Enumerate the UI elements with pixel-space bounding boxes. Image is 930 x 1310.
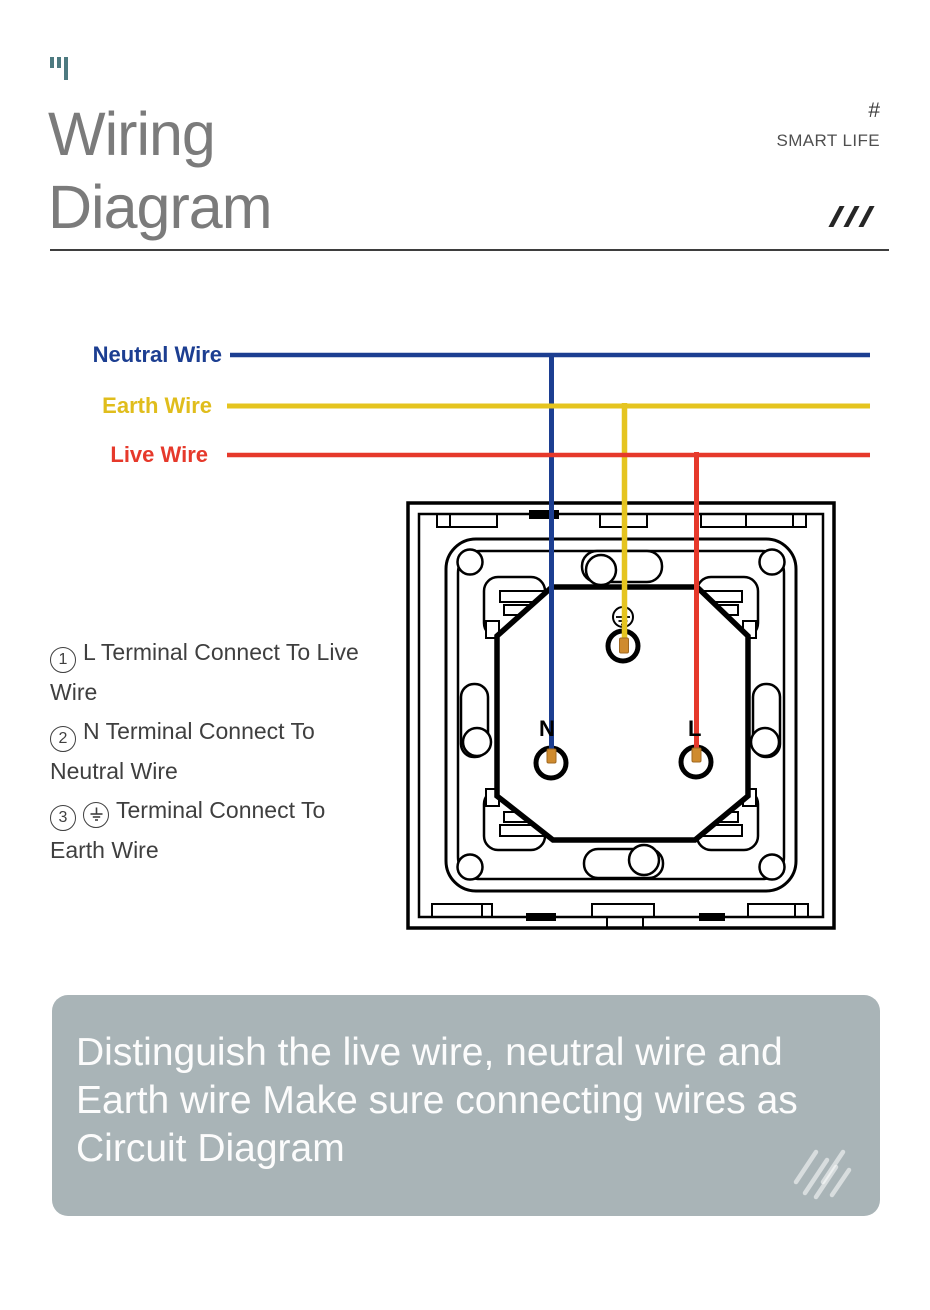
corner-screw-holes bbox=[456, 548, 786, 881]
hash-symbol: # bbox=[868, 99, 880, 122]
earth-wire-tip bbox=[619, 637, 629, 654]
neutral-wire-tip bbox=[546, 748, 557, 764]
brand-bars-icon bbox=[50, 57, 70, 81]
footer-note-text: Distinguish the live wire, neutral wire … bbox=[76, 1031, 798, 1170]
neutral-wire-label: Neutral Wire bbox=[92, 342, 222, 367]
earth-ground-icon bbox=[83, 801, 109, 828]
circled-number-1: 1 bbox=[50, 647, 76, 673]
circled-number-2: 2 bbox=[50, 726, 76, 752]
l-terminal-label: L bbox=[688, 716, 702, 741]
live-wire-label: Live Wire bbox=[110, 442, 208, 467]
wires bbox=[227, 352, 870, 756]
instruction-neutral-text: N Terminal Connect To Neutral Wire bbox=[50, 718, 315, 784]
footer-note-box: Distinguish the live wire, neutral wire … bbox=[52, 995, 880, 1216]
page-title: Wiring Diagram bbox=[48, 100, 273, 241]
title-divider bbox=[50, 249, 889, 251]
instruction-earth-text: Terminal Connect To Earth Wire bbox=[50, 797, 326, 863]
brand-block: # SMART LIFE bbox=[776, 100, 880, 151]
wire-tips bbox=[546, 637, 702, 764]
n-terminal-label: N bbox=[539, 716, 555, 741]
frame-bottom-tabs bbox=[431, 903, 809, 929]
terminal-rings bbox=[533, 628, 714, 781]
earth-wire-label: Earth Wire bbox=[102, 393, 212, 418]
live-wire-tip bbox=[691, 747, 702, 763]
hatch-watermark-icon bbox=[793, 1149, 852, 1200]
brand-name: SMART LIFE bbox=[776, 131, 880, 150]
circled-number-3: 3 bbox=[50, 805, 76, 831]
instruction-live-text: L Terminal Connect To Live Wire bbox=[50, 639, 359, 705]
